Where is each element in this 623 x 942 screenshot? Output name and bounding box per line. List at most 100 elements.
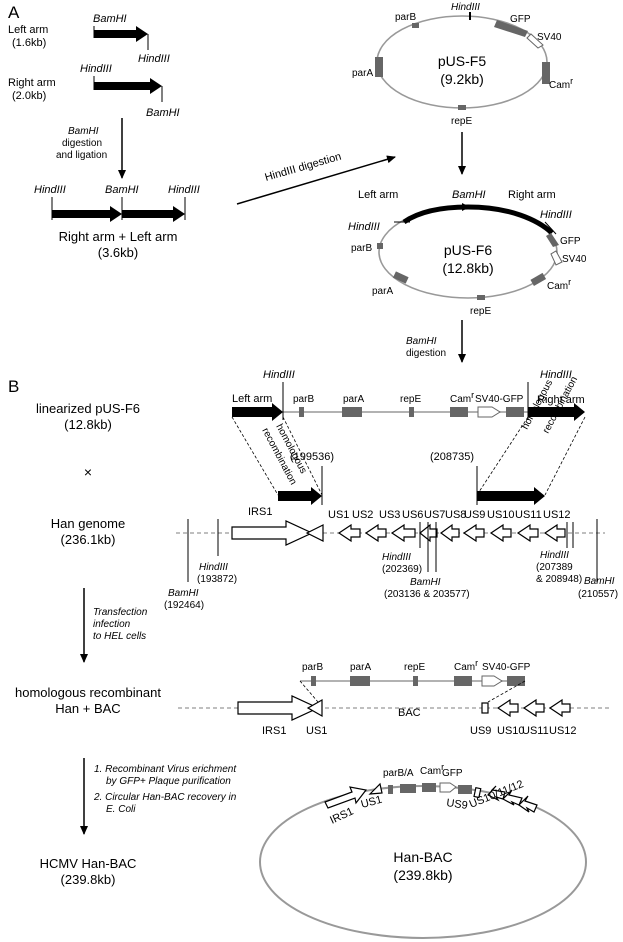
pusf6-gfp-label: GFP	[560, 236, 581, 247]
enrichment-line1: 1. Recombinant Virus erichment	[94, 764, 237, 775]
combined-hindiii-right: HindIII	[168, 184, 200, 196]
pusf6-hindiii-left-label: HindIII	[348, 221, 380, 233]
panel-b-label: B	[8, 377, 19, 396]
left-arm-size: (1.6kb)	[12, 37, 46, 49]
recombinant-parA-block	[350, 676, 370, 686]
recombinant-us9-stub	[481, 702, 489, 714]
linear-sv40gfp-label: SV40-GFP	[475, 394, 524, 405]
irs1-arrow	[231, 520, 314, 546]
recombinant-us10-label: US10	[497, 725, 525, 737]
final-circle-name: Han-BAC	[393, 849, 452, 865]
pusf5-cam-block	[542, 62, 550, 84]
pusf6-parB-block	[377, 243, 383, 249]
left-arm-hindiii: HindIII	[138, 53, 170, 65]
pusf6-hindiii-right-label: HindIII	[540, 209, 572, 221]
pusf5-parA-label: parA	[352, 68, 373, 79]
final-para-block	[400, 784, 416, 793]
us12-label: US12	[543, 509, 571, 521]
pusf6-cam-label: Camr	[547, 277, 571, 292]
final-irs1-arrow	[324, 786, 368, 809]
recomb-left-lines	[231, 416, 323, 496]
recombinant-repE-block	[413, 676, 418, 686]
linear-parB-label: parB	[293, 394, 314, 405]
recombinant-irs1-arrow	[237, 695, 320, 721]
recomb-pos-left: (199536)	[290, 451, 334, 463]
combined-hindiii-left: HindIII	[34, 184, 66, 196]
linear-gfp-block	[506, 407, 524, 417]
enrichment-line4: E. Coli	[106, 804, 136, 815]
linear-right-arm-label: Right arm	[537, 394, 585, 406]
cross-symbol: ×	[84, 464, 92, 480]
us9-arrow	[462, 523, 485, 543]
transfection-line3: to HEL cells	[93, 631, 146, 642]
enrichment-line2: by GFP+ Plaque purification	[106, 776, 231, 787]
final-us1-arrow	[368, 782, 383, 795]
recombinant-us11-arrow	[522, 698, 545, 718]
pusf6-parA-label: parA	[372, 286, 393, 297]
linear-hindiii-left-label: HindIII	[263, 369, 295, 381]
recombinant-irs1-label: IRS1	[262, 725, 286, 737]
pusf6-sv40-block	[550, 250, 563, 266]
linear-hindiii-right-label: HindIII	[540, 369, 572, 381]
us6-arrow	[390, 523, 416, 543]
site-202369-enzyme: HindIII	[382, 552, 411, 563]
final-circle-size: (239.8kb)	[393, 867, 452, 883]
pusf6-repE-label: repE	[470, 306, 491, 317]
final-us12-arrow	[518, 795, 538, 813]
site-193872-enzyme: HindIII	[199, 562, 228, 573]
bamhi-digestion-line1: BamHI	[406, 336, 437, 347]
ligation-step-2: digestion	[62, 138, 102, 149]
final-size: (239.8kb)	[61, 872, 116, 887]
site-208948-pos: & 208948)	[536, 574, 582, 585]
linear-repE-block	[409, 407, 414, 417]
us12-arrow	[543, 523, 566, 543]
pusf6-cam-block	[530, 272, 547, 286]
genome-name: Han genome	[51, 516, 125, 531]
ligation-step-1: BamHI	[68, 126, 99, 137]
recombinant-gfp-block	[507, 676, 525, 686]
final-us9-stub	[473, 786, 482, 799]
site-193872-pos: (193872)	[197, 574, 237, 585]
recombinant-parA-label: parA	[350, 662, 371, 673]
left-arm-label: Left arm	[8, 24, 48, 36]
pusf6-right-arm-segment	[467, 204, 554, 235]
recombinant-us12-label: US12	[549, 725, 577, 737]
final-us10-arrow	[487, 785, 506, 802]
site-192464-enzyme: BamHI	[168, 588, 199, 599]
ligation-step-3: and ligation	[56, 150, 107, 161]
site-207389-enzyme: HindIII	[540, 550, 569, 561]
recombinant-parB-block	[311, 676, 316, 686]
final-us11-arrow	[502, 789, 523, 806]
left-arm-arrow	[94, 26, 148, 42]
pusf5-parA-block	[375, 57, 383, 77]
us11-label: US11	[515, 509, 542, 521]
recombinant-us1-arrow	[306, 698, 323, 718]
pusf5-hindiii-label: HindIII	[451, 2, 480, 13]
right-arm-bamhi: BamHI	[146, 107, 180, 119]
pusf5-cam-label: Camr	[549, 76, 573, 91]
combined-size: (3.6kb)	[98, 245, 138, 260]
pusf6-size: (12.8kb)	[442, 260, 493, 276]
genome-left-arm-arrow	[278, 487, 322, 505]
pusf6-gfp-block	[546, 233, 559, 247]
recombinant-repE-label: repE	[404, 662, 425, 673]
pusf5-size: (9.2kb)	[440, 71, 484, 87]
us3-arrow	[364, 523, 387, 543]
site-210557-enzyme: BamHI	[584, 576, 615, 587]
pusf6-parB-label: parB	[351, 243, 372, 254]
recombinant-bac-label: BAC	[398, 707, 421, 719]
recombinant-us1-label: US1	[306, 725, 327, 737]
us3-label: US3	[379, 509, 400, 521]
hindiii-digestion-label: HindIII digestion	[264, 151, 343, 184]
left-arm-bamhi: BamHI	[93, 13, 127, 25]
us7-label: US7	[424, 509, 445, 521]
pusf6-repE-block	[477, 295, 485, 300]
pusf5-gfp-label: GFP	[510, 14, 531, 25]
us11-arrow	[516, 523, 539, 543]
genome-size: (236.1kb)	[61, 532, 116, 547]
pusf6-bamhi-mark	[462, 203, 470, 211]
final-gfp-block	[458, 785, 472, 794]
panel-a-label: A	[8, 3, 20, 22]
enrichment-line3: 2. Circular Han-BAC recovery in	[93, 792, 237, 803]
